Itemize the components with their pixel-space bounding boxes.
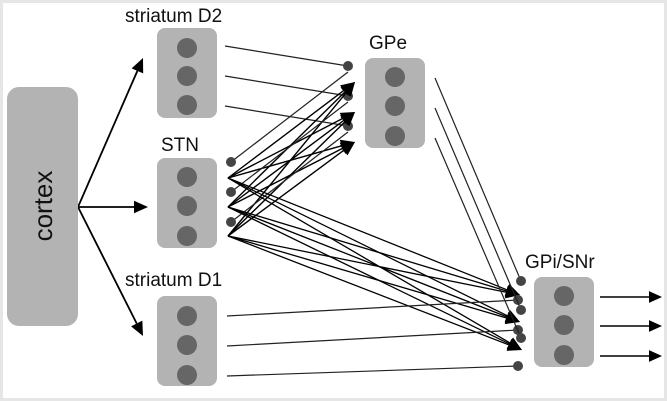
edge-stn-gpe-head	[339, 142, 355, 156]
edge-stn-gpi	[227, 206, 508, 318]
gpi-snr-node	[534, 277, 594, 367]
edge-stn-gpe	[227, 149, 345, 237]
edge-stn-gpi	[227, 235, 507, 293]
edge-gpe-gpi	[434, 77, 522, 282]
neuron	[177, 66, 197, 86]
striatum-d2-label: striatum D2	[125, 6, 223, 27]
neuron	[385, 67, 405, 87]
edge-stn-gpe-head	[341, 82, 355, 97]
edge-stn-gpi	[227, 177, 511, 344]
striatum-d1-node	[157, 296, 217, 386]
neuron	[554, 345, 574, 365]
edge-gpi-output-head	[649, 350, 662, 362]
inhibitory-terminal	[516, 333, 526, 343]
gpi-snr-label: GPi/SNr	[525, 252, 595, 273]
edge-gpe-stn	[230, 101, 349, 193]
edge-gpe-gpi	[434, 137, 522, 339]
cortex-label: cortex	[28, 170, 58, 242]
neuron	[177, 167, 197, 187]
stn-node	[157, 158, 217, 248]
edge-stn-gpe	[227, 147, 343, 208]
inhibitory-terminal	[343, 61, 353, 71]
neuron	[385, 96, 405, 116]
striatum-d2-node	[157, 28, 217, 118]
edge-stn-gpe	[227, 117, 343, 179]
neuron	[177, 226, 197, 246]
edge-stn-gpi	[227, 206, 510, 345]
edge-gpe-gpi	[434, 107, 522, 311]
edge-gpe-stn	[230, 71, 349, 163]
edge-cortex-d1	[77, 206, 138, 324]
edge-stn-gpi	[227, 235, 507, 319]
neuron	[554, 286, 574, 306]
edge-stn-gpi-head	[506, 339, 522, 351]
inhibitory-terminal	[226, 217, 236, 227]
neuron	[385, 126, 405, 146]
edge-d1-gpi	[226, 365, 519, 377]
edge-gpi-output-head	[649, 291, 662, 303]
edge-d1-gpi	[226, 329, 519, 347]
inhibitory-terminal	[516, 305, 526, 315]
neuron	[177, 38, 197, 58]
edge-d2-gpe	[224, 75, 349, 97]
inhibitory-terminal	[516, 276, 526, 286]
edge-stn-gpi	[227, 206, 507, 292]
striatum-d1-label: striatum D1	[125, 270, 223, 291]
edge-cortex-stn-head	[134, 200, 148, 214]
neuron	[177, 196, 197, 216]
edge-cortex-d2-head	[131, 58, 144, 74]
inhibitory-terminal	[513, 361, 523, 371]
cortex-node	[7, 87, 78, 326]
edge-stn-gpi	[227, 235, 510, 346]
neuron	[177, 306, 197, 326]
edge-cortex-d1-head	[131, 320, 143, 336]
edge-stn-gpi	[227, 177, 508, 317]
neuron	[177, 335, 197, 355]
edge-stn-gpe-head	[340, 112, 355, 127]
neuron	[554, 315, 574, 335]
edge-d1-gpi	[226, 299, 519, 317]
inhibitory-terminal	[226, 187, 236, 197]
edge-d2-gpe	[224, 105, 349, 127]
stn-label: STN	[161, 135, 199, 156]
edge-gpe-stn	[230, 131, 349, 223]
edge-stn-gpe	[227, 89, 345, 179]
edge-stn-gpi	[227, 177, 508, 291]
edge-gpi-output-head	[649, 320, 662, 332]
gpe-label: GPe	[369, 33, 408, 54]
edge-d2-gpe	[224, 45, 349, 67]
edge-stn-gpe	[227, 119, 345, 208]
gpe-node	[365, 58, 425, 148]
neuron	[177, 95, 197, 115]
edge-stn-gpe	[227, 92, 347, 237]
edge-cortex-d2	[77, 70, 139, 208]
inhibitory-terminal	[226, 157, 236, 167]
neuron	[177, 365, 197, 385]
